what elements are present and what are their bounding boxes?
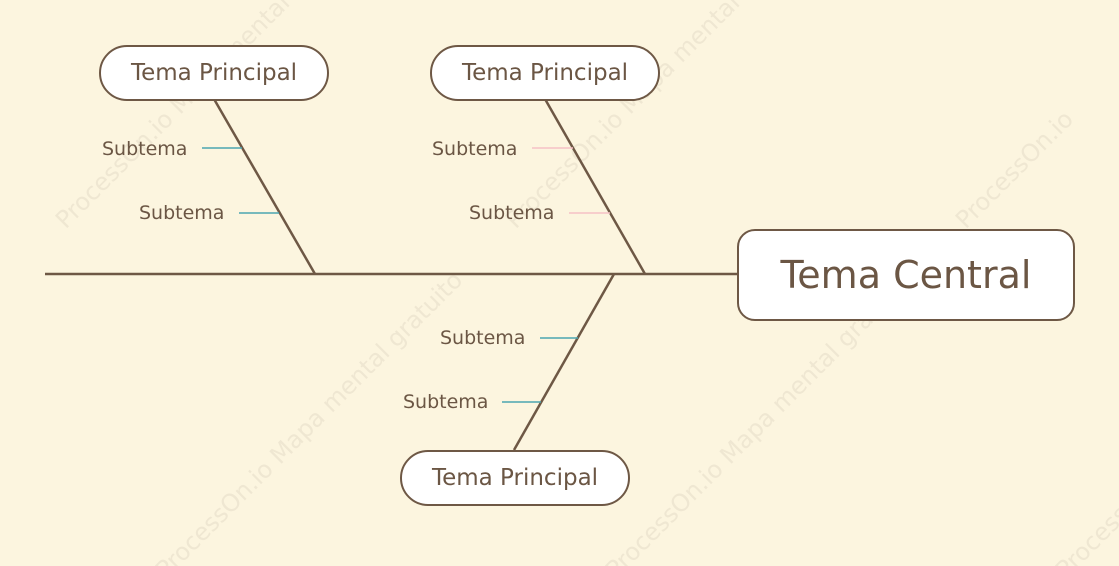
subtopic-label[interactable]: Subtema — [102, 138, 188, 160]
branch-bone-1 — [212, 98, 317, 275]
central-topic-label: Tema Central — [780, 253, 1032, 297]
branch-bone-2 — [543, 98, 647, 275]
main-topic-node[interactable]: Tema Principal — [99, 45, 329, 101]
main-topic-label: Tema Principal — [130, 60, 298, 86]
main-topic-node[interactable]: Tema Principal — [430, 45, 660, 101]
central-topic-node[interactable]: Tema Central — [737, 229, 1075, 321]
branch-bone-3 — [512, 273, 616, 451]
main-topic-node[interactable]: Tema Principal — [400, 450, 630, 506]
subtopic-label[interactable]: Subtema — [469, 202, 555, 224]
subtopic-label[interactable]: Subtema — [440, 327, 526, 349]
subtopic-label[interactable]: Subtema — [403, 391, 489, 413]
subtopic-label[interactable]: Subtema — [139, 202, 225, 224]
subtopic-label[interactable]: Subtema — [432, 138, 518, 160]
main-topic-label: Tema Principal — [431, 465, 599, 491]
main-topic-label: Tema Principal — [461, 60, 629, 86]
